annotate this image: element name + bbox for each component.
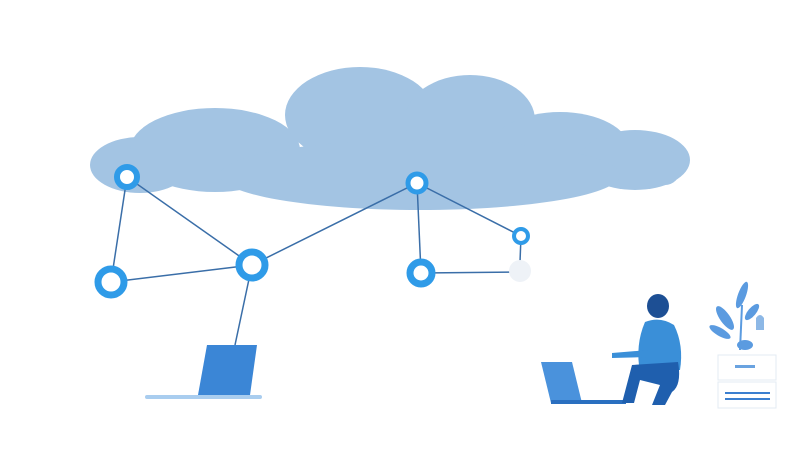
network-node-icon [406,258,436,288]
faint-node-icon [509,260,531,282]
network-node-icon [512,227,530,245]
network-node-icon [114,164,140,190]
network-node-icon [94,265,128,299]
network-node-icon [405,171,429,195]
person-laptop-icon [541,362,626,404]
network-nodes [94,164,531,299]
plant-icon [709,281,764,351]
network-node-icon [235,248,269,282]
cloud-icon [90,67,690,210]
cabinet-icon [717,354,777,409]
person-icon [612,294,682,405]
laptop-icon [145,345,262,399]
